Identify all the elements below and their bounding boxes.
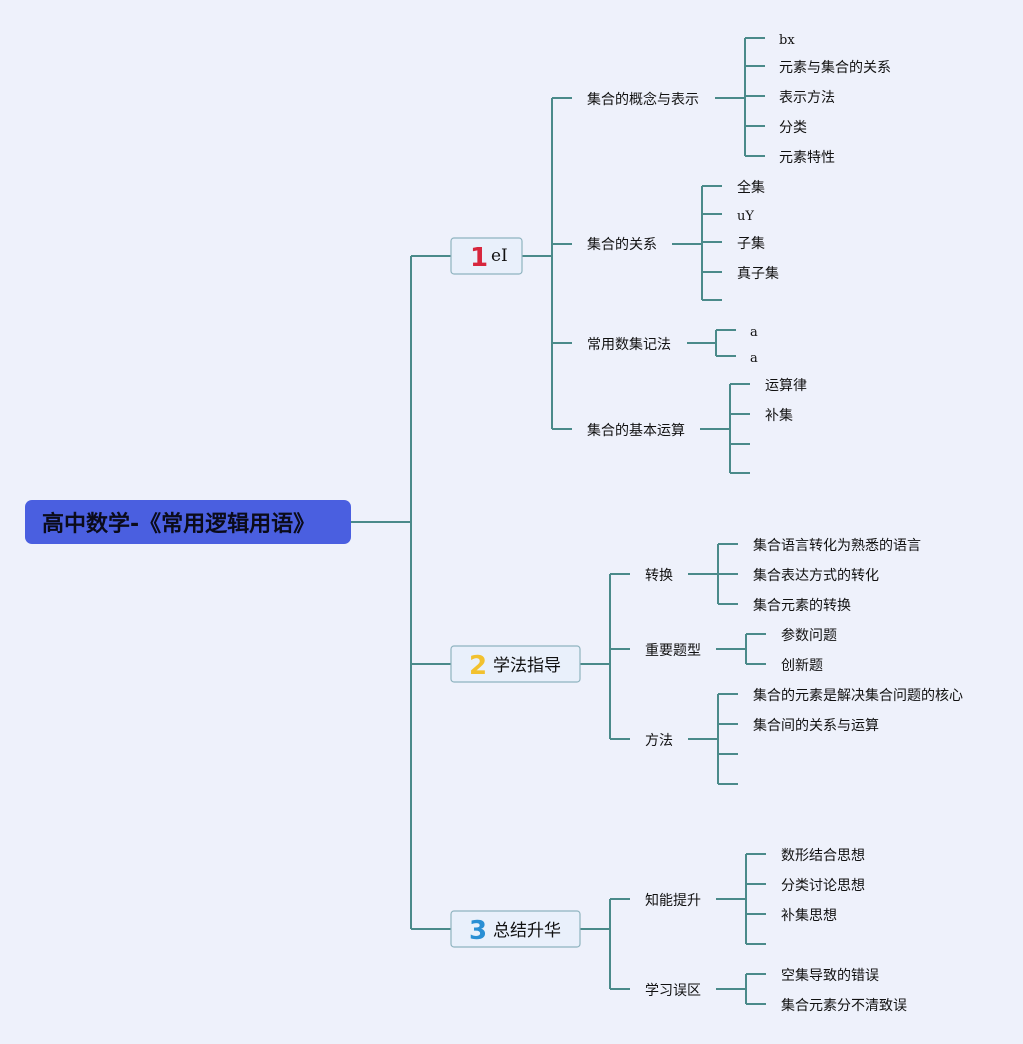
leaf-label[interactable]: 集合语言转化为熟悉的语言 [753, 537, 921, 554]
leaf-label[interactable]: uY [737, 209, 754, 224]
section-label: eI [491, 246, 508, 266]
leaf-label[interactable]: a [750, 325, 758, 340]
leaf-label[interactable]: 子集 [737, 235, 765, 252]
leaf-label[interactable]: 全集 [737, 179, 765, 196]
leaf-label[interactable]: 数形结合思想 [781, 848, 865, 864]
section-label: 总结升华 [493, 921, 561, 941]
section-box [450, 910, 581, 948]
leaf-label[interactable]: bx [779, 33, 795, 48]
leaf-label[interactable]: 分类 [779, 120, 807, 136]
root-node-box [25, 500, 351, 544]
topic-label[interactable]: 集合的基本运算 [587, 422, 685, 439]
leaf-label[interactable]: 补集 [765, 407, 793, 424]
topic-label[interactable]: 集合的关系 [587, 236, 657, 253]
section-box [450, 645, 581, 683]
leaf-label[interactable]: 补集思想 [781, 907, 837, 924]
leaf-label[interactable]: a [750, 351, 758, 366]
connector-lines [351, 37, 766, 1005]
section-box [450, 237, 523, 275]
section-3-node[interactable]: 3 总结升华 [450, 910, 581, 948]
leaf-label[interactable]: 集合的元素是解决集合问题的核心 [753, 687, 963, 704]
leaf-label[interactable]: 元素与集合的关系 [779, 59, 891, 76]
leaf-label[interactable]: 元素特性 [779, 150, 835, 166]
leaf-label[interactable]: 空集导致的错误 [781, 967, 879, 984]
topic-label[interactable]: 常用数集记法 [587, 336, 671, 353]
leaf-label[interactable]: 表示方法 [779, 90, 835, 106]
topic-label[interactable]: 知能提升 [645, 892, 701, 909]
section-2-node[interactable]: 2 学法指导 [450, 645, 581, 683]
leaf-label[interactable]: 分类讨论思想 [781, 878, 865, 894]
leaf-label[interactable]: 集合元素的转换 [753, 597, 851, 614]
topic-label[interactable]: 学习误区 [645, 983, 701, 999]
number-1-icon: 1 [470, 243, 488, 273]
number-3-icon: 3 [469, 916, 487, 946]
leaf-label[interactable]: 集合间的关系与运算 [753, 717, 879, 734]
number-2-icon: 2 [469, 651, 487, 681]
leaf-label[interactable]: 运算律 [765, 378, 807, 394]
leaf-label[interactable]: 集合元素分不清致误 [781, 997, 907, 1014]
section-label: 学法指导 [493, 656, 561, 676]
leaf-label[interactable]: 真子集 [737, 265, 779, 282]
topic-label[interactable]: 方法 [645, 733, 673, 749]
root-title: 高中数学-《常用逻辑用语》 [42, 511, 315, 537]
section-1-node[interactable]: 1 eI [450, 237, 523, 275]
topic-label[interactable]: 重要题型 [645, 643, 701, 659]
root-node[interactable]: 高中数学-《常用逻辑用语》 [25, 500, 351, 544]
leaf-label[interactable]: 集合表达方式的转化 [753, 567, 879, 584]
leaf-label[interactable]: 参数问题 [781, 627, 837, 644]
topic-label[interactable]: 转换 [645, 567, 673, 584]
leaf-label[interactable]: 创新题 [781, 658, 823, 674]
topic-label[interactable]: 集合的概念与表示 [587, 91, 699, 108]
